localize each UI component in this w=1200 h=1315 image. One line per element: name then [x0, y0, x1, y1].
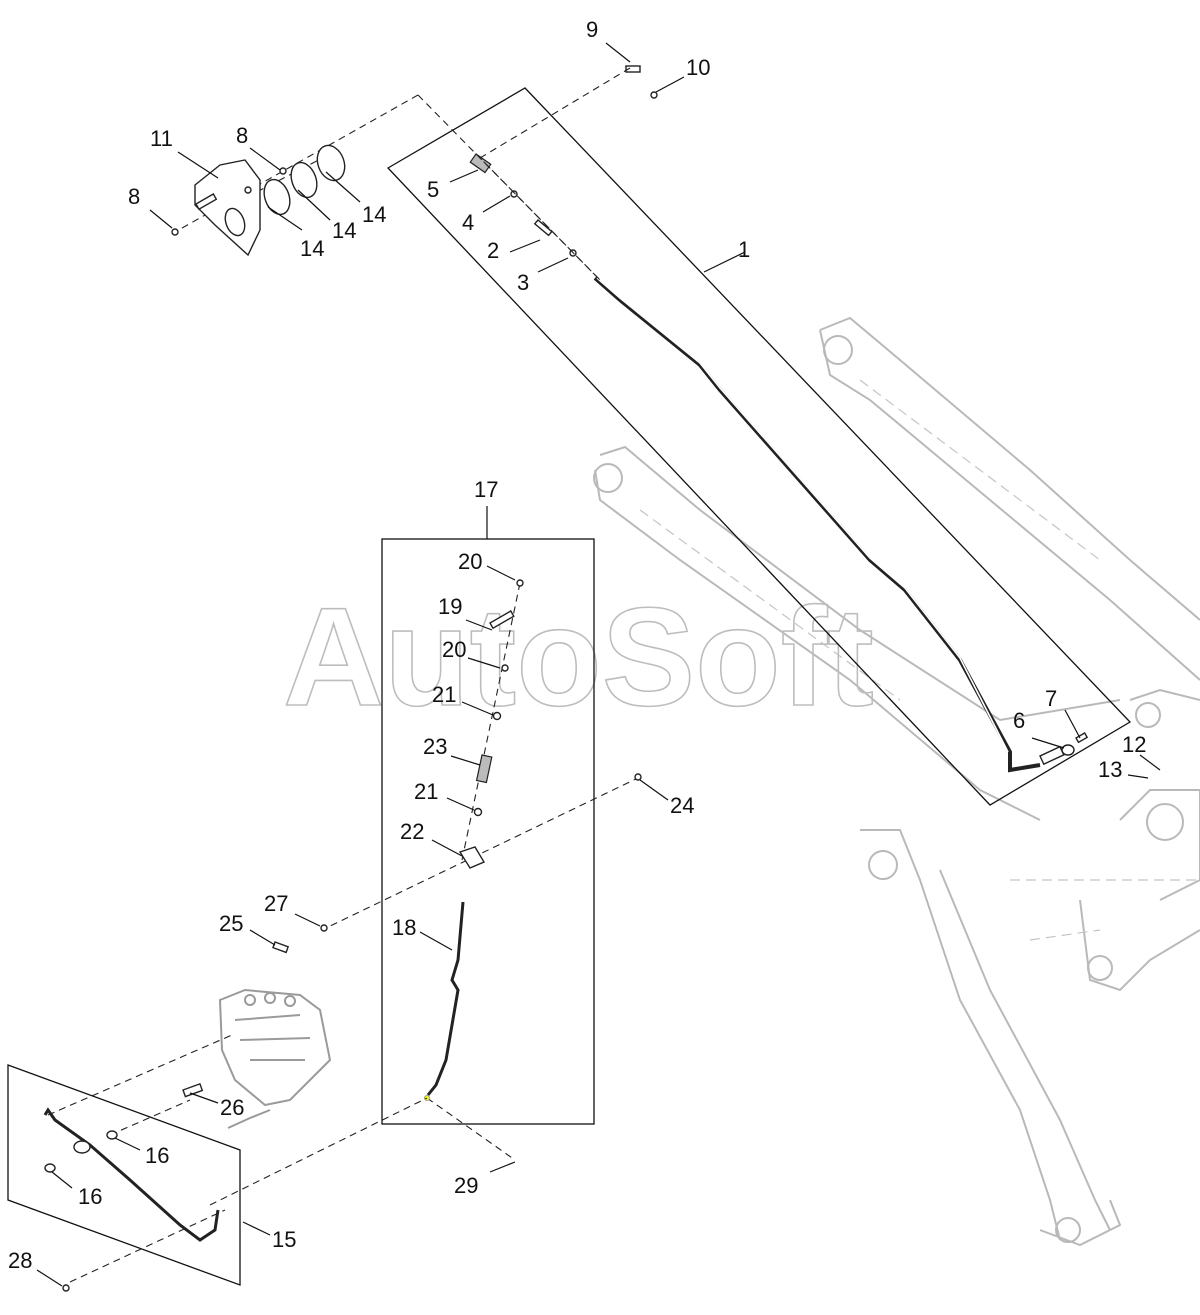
loader-arm-outline: [593, 316, 1200, 1247]
callout-5: 5: [427, 177, 439, 202]
callout-3: 3: [517, 270, 529, 295]
callout-20-a: 20: [458, 549, 482, 574]
cam-plate-assembly: [171, 144, 346, 257]
callout-2: 2: [487, 238, 499, 263]
callout-17: 17: [474, 477, 498, 502]
callout-12: 12: [1122, 732, 1146, 757]
rod-end-pin: [1039, 745, 1065, 766]
callout-28: 28: [8, 1248, 32, 1273]
watermark: AutoSoft: [283, 578, 874, 735]
callout-15: 15: [272, 1227, 296, 1252]
callout-13: 13: [1098, 757, 1122, 782]
group-frame-17: [381, 538, 595, 1125]
callout-8-left: 8: [128, 184, 140, 209]
callout-7: 7: [1045, 686, 1057, 711]
callouts: 1 2 3 4 5 6 7 8 8 9 10 11 12 13 14 14 14…: [8, 17, 1146, 1273]
callout-4: 4: [462, 210, 474, 235]
callout-6: 6: [1013, 708, 1025, 733]
nut-20b: [501, 664, 509, 672]
callout-23: 23: [423, 734, 447, 759]
callout-18: 18: [392, 915, 416, 940]
clevis-5: [469, 153, 492, 174]
link-rod-18: [426, 901, 465, 1096]
callout-29: 29: [454, 1173, 478, 1198]
callout-8-top: 8: [236, 123, 248, 148]
ring-14a: [263, 178, 291, 216]
nut-24: [634, 773, 642, 781]
callout-11: 11: [150, 126, 173, 151]
callout-22: 22: [400, 819, 424, 844]
cotter-pin-7: [1075, 732, 1089, 744]
callout-14-b: 14: [332, 218, 356, 243]
nut-20a: [516, 579, 524, 587]
bolt-25: [272, 941, 290, 954]
callout-26: 26: [220, 1095, 244, 1120]
callout-21-a: 21: [432, 682, 456, 707]
control-rod: [593, 276, 1041, 773]
callout-25: 25: [219, 911, 243, 936]
ring-14b: [290, 161, 318, 199]
callout-16-a: 16: [145, 1143, 169, 1168]
nut-10: [650, 91, 658, 99]
callout-27: 27: [264, 891, 288, 916]
group-frame-1: [386, 87, 1132, 806]
callout-1: 1: [738, 237, 750, 262]
callout-14-c: 14: [362, 202, 386, 227]
washer-16a: [106, 1130, 118, 1140]
callout-24: 24: [670, 793, 694, 818]
spring-23: [475, 754, 493, 784]
leader-lines: [36, 42, 1161, 1287]
washer-16b: [44, 1163, 56, 1173]
callout-10: 10: [686, 55, 710, 80]
control-valve: [218, 988, 332, 1129]
washer-27: [320, 924, 328, 932]
bolt-26: [182, 1082, 204, 1098]
pin-19: [489, 610, 515, 630]
pin-2: [533, 219, 553, 237]
bushing: [73, 1140, 91, 1154]
nut-28: [62, 1284, 70, 1292]
lever-15: [43, 1107, 220, 1242]
bracket-22: [458, 846, 486, 869]
washer-6: [1061, 744, 1075, 756]
callout-9: 9: [586, 17, 598, 42]
ring-14c: [316, 144, 346, 182]
callout-14-a: 14: [300, 236, 324, 261]
group-frame-15: [7, 1064, 241, 1286]
washer-4: [510, 190, 518, 198]
washer-21a: [492, 711, 502, 721]
callout-19: 19: [438, 594, 462, 619]
washer-21b: [473, 807, 483, 817]
callout-21-b: 21: [414, 779, 438, 804]
bolt-9: [625, 65, 641, 73]
callout-20-b: 20: [442, 637, 466, 662]
callout-16-b: 16: [78, 1184, 102, 1209]
